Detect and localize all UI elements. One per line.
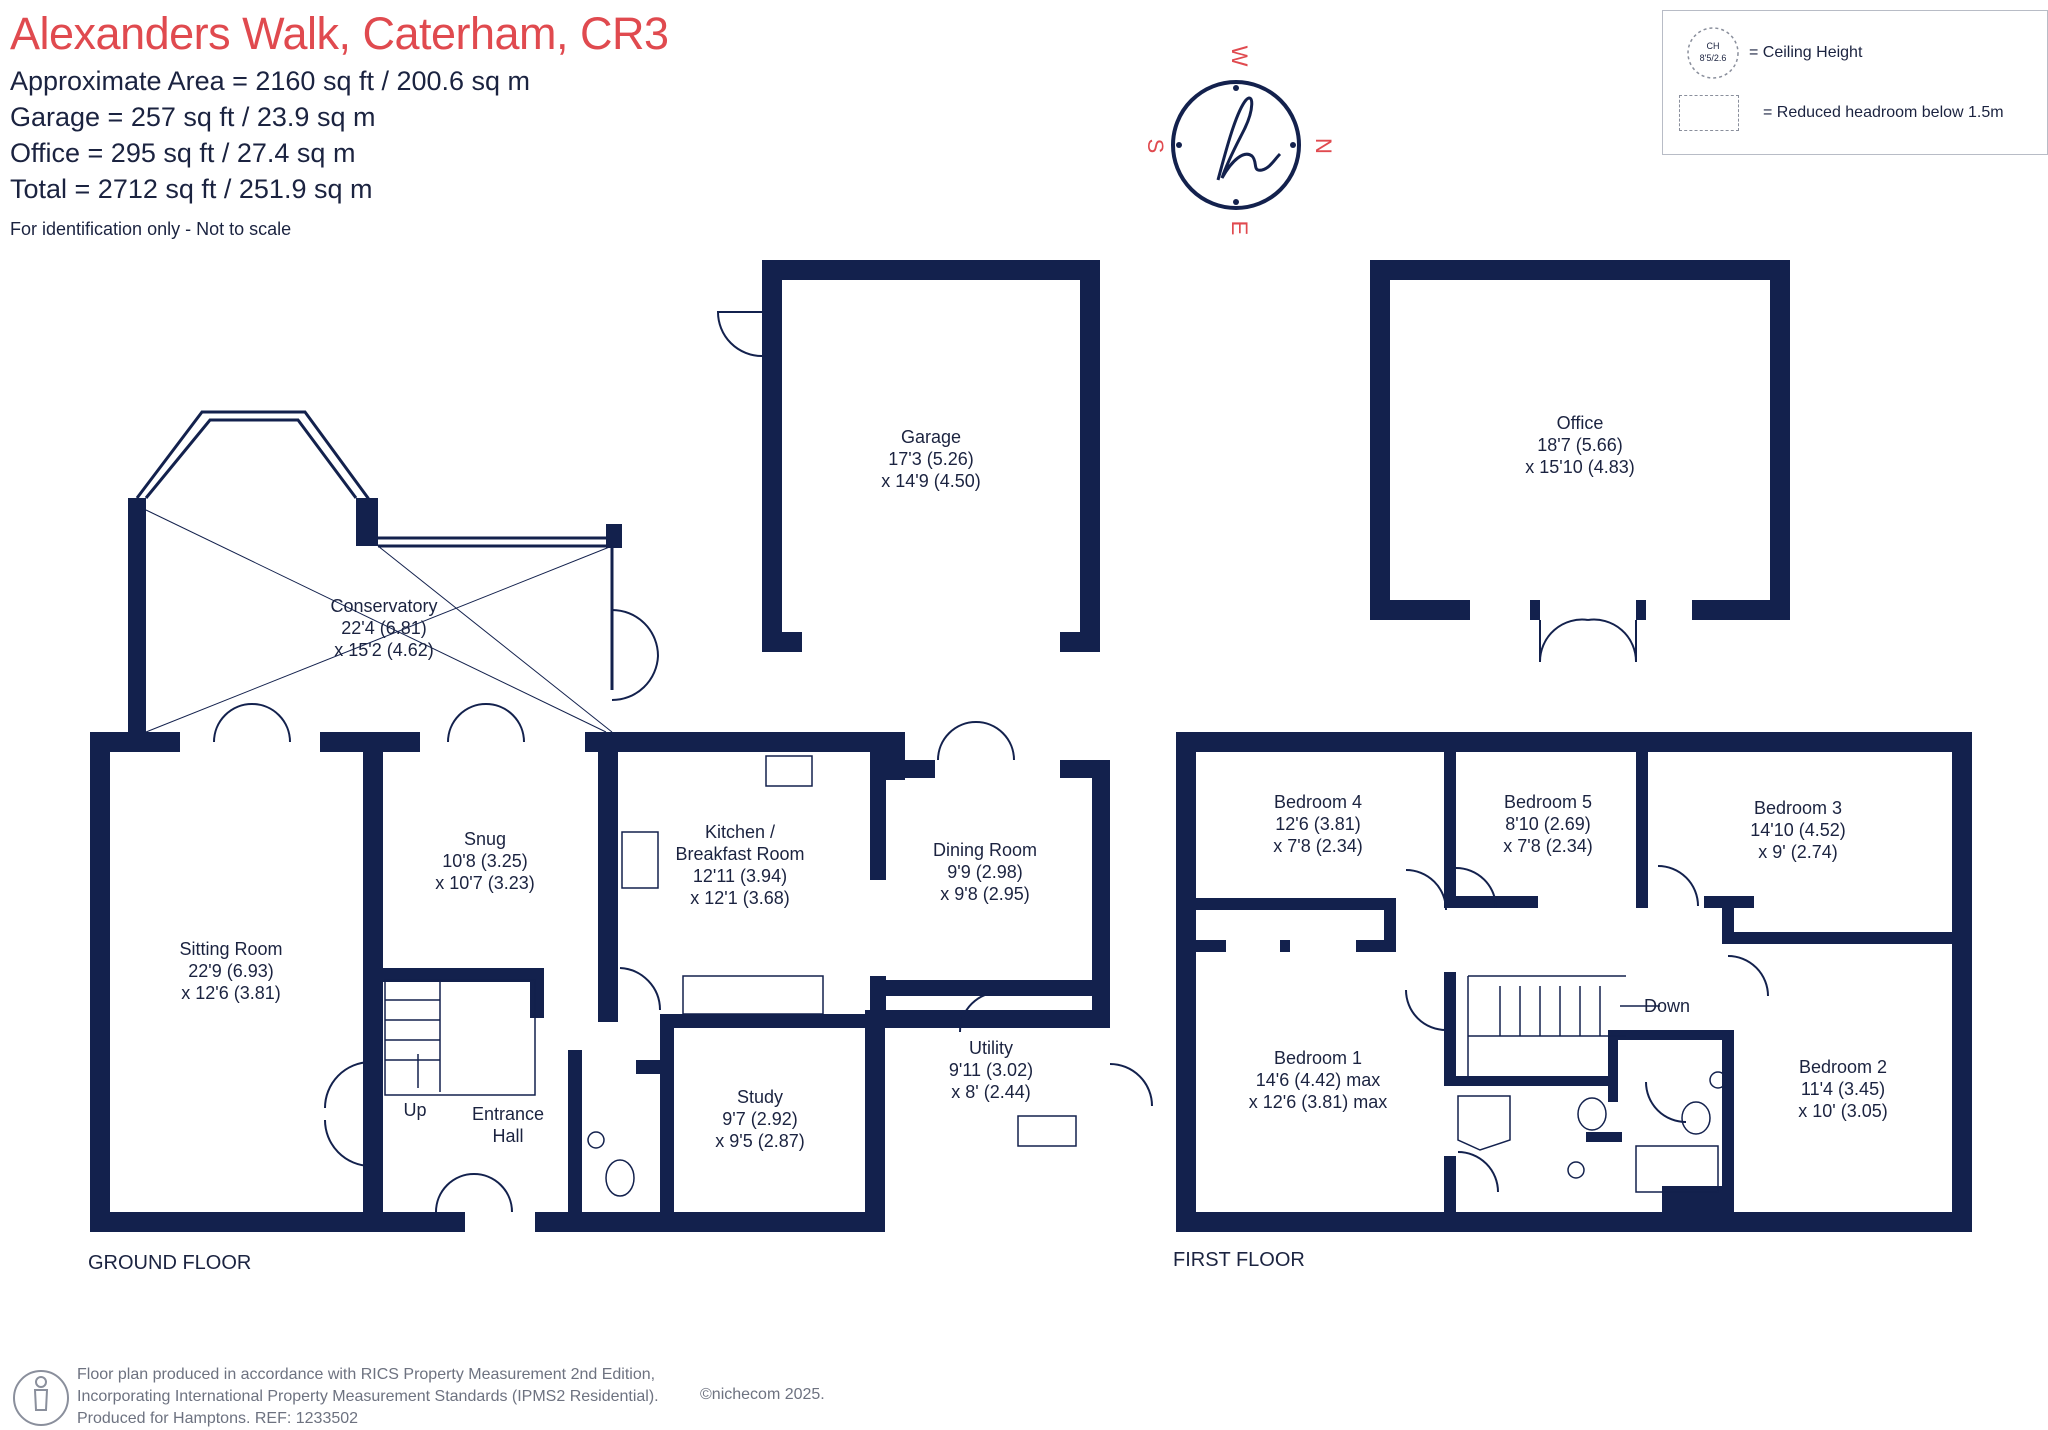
- copyright: ©nichecom 2025.: [700, 1386, 825, 1403]
- bedroom2-dim1: 11'4 (3.45): [1801, 1079, 1885, 1099]
- bath-icon: [1635, 1145, 1719, 1193]
- walls: [90, 260, 1972, 1232]
- garage-dim2: x 14'9 (4.50): [881, 471, 981, 491]
- garage-label: Garage: [901, 427, 961, 447]
- bedroom1-label: Bedroom 1: [1274, 1048, 1362, 1068]
- conservatory-dim1: 22'4 (6.81): [341, 618, 427, 638]
- utility-dim2: x 8' (2.44): [951, 1082, 1030, 1102]
- utility-dim1: 9'11 (3.02): [949, 1060, 1033, 1080]
- toilet-icon: [605, 1159, 635, 1197]
- reduced-headroom-label: = Reduced headroom below 1.5m: [1763, 104, 2004, 121]
- kitchen-sink-icon: [765, 755, 813, 787]
- first-floor-label: FIRST FLOOR: [1173, 1249, 1305, 1271]
- ceiling-height-label: = Ceiling Height: [1749, 44, 1863, 61]
- reduced-headroom-symbol: [1679, 95, 1739, 131]
- bedroom1-dim1: 14'6 (4.42) max: [1256, 1070, 1381, 1090]
- kitchen-label2: Breakfast Room: [675, 844, 804, 864]
- legend-box: CH 8'5/2.6 = Ceiling Height = Reduced he…: [1662, 10, 2048, 155]
- footer-line-1: Floor plan produced in accordance with R…: [77, 1366, 656, 1383]
- office-area: Office = 295 sq ft / 27.4 sq m: [10, 138, 356, 168]
- bedroom3-dim1: 14'10 (4.52): [1750, 820, 1846, 840]
- kitchen-dim1: 12'11 (3.94): [693, 866, 787, 886]
- compass-south: S: [1143, 139, 1168, 154]
- kitchen-label: Kitchen /: [705, 822, 775, 842]
- bedroom2-dim2: x 10' (3.05): [1798, 1101, 1887, 1121]
- study-dim1: 9'7 (2.92): [722, 1109, 797, 1129]
- basin-icon: [1709, 1071, 1727, 1089]
- dining-label: Dining Room: [933, 840, 1037, 860]
- garage-dim1: 17'3 (5.26): [888, 449, 974, 469]
- shower-icon: [1457, 1095, 1511, 1151]
- bedroom2-label: Bedroom 2: [1799, 1057, 1887, 1077]
- ground-floor-label: GROUND FLOOR: [88, 1252, 252, 1274]
- basin-icon: [587, 1131, 605, 1149]
- bedroom3-dim2: x 9' (2.74): [1758, 842, 1837, 862]
- sitting-label: Sitting Room: [179, 939, 282, 959]
- bedroom4-label: Bedroom 4: [1274, 792, 1362, 812]
- identification-note: For identification only - Not to scale: [10, 219, 292, 239]
- compass-west: W: [1227, 46, 1252, 67]
- study-label: Study: [737, 1087, 783, 1107]
- ch-symbol-line1: CH: [1707, 41, 1720, 51]
- garage-area: Garage = 257 sq ft / 23.9 sq m: [10, 102, 376, 132]
- entrance-label2: Hall: [492, 1126, 523, 1146]
- snug-dim2: x 10'7 (3.23): [435, 873, 535, 893]
- approximate-area: Approximate Area = 2160 sq ft / 200.6 sq…: [10, 66, 531, 96]
- footer-line-2: Incorporating International Property Mea…: [77, 1388, 659, 1405]
- compass-east: E: [1227, 221, 1252, 236]
- dining-dim2: x 9'8 (2.95): [940, 884, 1029, 904]
- basin-icon: [1567, 1161, 1585, 1179]
- snug-label: Snug: [464, 829, 506, 849]
- stairs-up-label: Up: [403, 1100, 426, 1120]
- conservatory-dim2: x 15'2 (4.62): [334, 640, 434, 660]
- sitting-dim1: 22'9 (6.93): [188, 961, 274, 981]
- utility-label: Utility: [969, 1038, 1013, 1058]
- conservatory-label: Conservatory: [330, 596, 437, 616]
- toilet-icon: [1681, 1101, 1711, 1135]
- entrance-label: Entrance: [472, 1104, 544, 1124]
- footer-line-3: Produced for Hamptons. REF: 1233502: [77, 1410, 359, 1427]
- snug-dim1: 10'8 (3.25): [442, 851, 528, 871]
- utility-sink-icon: [1017, 1115, 1077, 1147]
- bedroom1-dim2: x 12'6 (3.81) max: [1249, 1092, 1388, 1112]
- ch-symbol-line2: 8'5/2.6: [1700, 53, 1727, 63]
- doors: [213, 311, 1769, 1213]
- conservatory-glazing: [135, 410, 614, 733]
- property-title: Alexanders Walk, Caterham, CR3: [10, 8, 669, 59]
- hamptons-logo-icon: [1216, 96, 1282, 181]
- hob-icon: [621, 831, 659, 889]
- compass-north: N: [1311, 138, 1336, 154]
- kitchen-dim2: x 12'1 (3.68): [690, 888, 790, 908]
- fixtures: [587, 755, 1727, 1197]
- office-dim2: x 15'10 (4.83): [1525, 457, 1635, 477]
- toilet-icon: [1577, 1097, 1607, 1131]
- person-icon: [13, 1370, 69, 1426]
- footer-text: Floor plan produced in accordance with R…: [77, 1364, 659, 1430]
- dining-dim1: 9'9 (2.98): [947, 862, 1022, 882]
- study-dim2: x 9'5 (2.87): [715, 1131, 804, 1151]
- bedroom5-dim1: 8'10 (2.69): [1505, 814, 1591, 834]
- staircase: [384, 975, 1660, 1096]
- office-dim1: 18'7 (5.66): [1537, 435, 1623, 455]
- office-label: Office: [1557, 413, 1604, 433]
- ceiling-height-symbol: CH 8'5/2.6: [1687, 27, 1739, 79]
- room-labels: Garage 17'3 (5.26) x 14'9 (4.50) Office …: [179, 413, 1887, 1151]
- stairs-down-label: Down: [1644, 996, 1690, 1016]
- bedroom5-dim2: x 7'8 (2.34): [1503, 836, 1592, 856]
- total-area: Total = 2712 sq ft / 251.9 sq m: [10, 174, 373, 204]
- bedroom4-dim2: x 7'8 (2.34): [1273, 836, 1362, 856]
- kitchen-counter: [682, 975, 824, 1015]
- bedroom4-dim1: 12'6 (3.81): [1275, 814, 1361, 834]
- compass-rose: W N E S: [1143, 46, 1336, 236]
- bedroom3-label: Bedroom 3: [1754, 798, 1842, 818]
- bedroom5-label: Bedroom 5: [1504, 792, 1592, 812]
- sitting-dim2: x 12'6 (3.81): [181, 983, 281, 1003]
